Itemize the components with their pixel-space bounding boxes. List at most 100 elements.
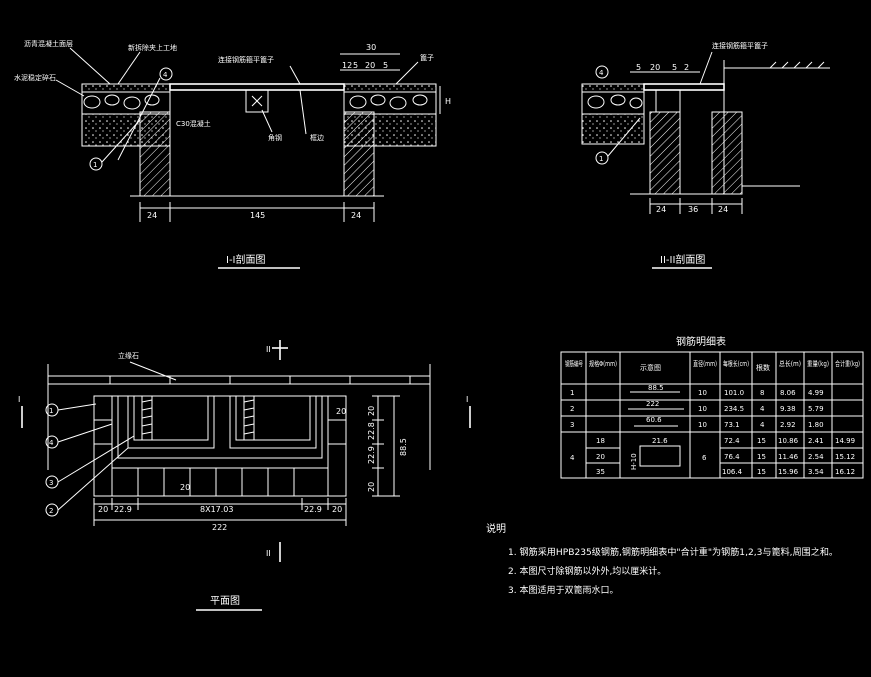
label-grate-bar: 篦子 [420,53,434,62]
th-total: 总长(m) [779,359,801,368]
notes-title: 说明 [486,522,506,535]
label2-grate: 连接钢筋箍平篦子 [712,41,768,50]
grate-plate [169,83,345,91]
label-angle: 角钢 [268,133,282,142]
gravel-stones [83,94,428,110]
dim2-5: 5 [636,63,641,72]
dim-12: 12 [342,61,352,70]
plan-dim-229a: 22.9 [114,505,132,514]
asphalt-layer-2 [581,83,645,93]
grate-plate-2 [643,83,725,91]
frame-inner [111,395,329,469]
dim-mid: 145 [250,211,265,220]
svg-text:4: 4 [760,421,765,429]
th-dia: 直径(mm) [693,359,717,368]
svg-text:15.12: 15.12 [835,453,855,461]
svg-text:2.92: 2.92 [780,421,796,429]
plan-dim-total: 222 [212,523,227,532]
label-curb: 立缘石 [118,351,139,360]
svg-text:60.6: 60.6 [646,416,662,424]
svg-text:11.46: 11.46 [778,453,799,461]
svg-text:6: 6 [702,454,707,462]
section-1-title: I-I剖面图 [226,253,266,266]
svg-text:73.1: 73.1 [724,421,740,429]
plan-view: II II I I 立缘石 1 4 3 2 20 22.9 8X17.03 22… [18,340,471,611]
label-side: 框边 [310,133,324,142]
svg-text:18: 18 [596,437,605,445]
svg-text:4: 4 [760,405,765,413]
curb-stones [109,376,411,384]
dim2-left: 24 [656,205,666,214]
svg-text:10: 10 [698,405,707,413]
marker-1 [89,157,103,171]
plan-dim-mid: 8X17.03 [200,505,233,514]
th-len: 每根长(cm) [723,359,749,368]
marker2-1 [595,151,609,165]
marker2-1-text: 1 [599,155,603,163]
svg-text:H-10: H-10 [630,453,638,470]
note-1: 1. 钢筋采用HPB235级钢筋,钢筋明细表中"合计重"为钢筋1,2,3与篦料,… [508,546,838,558]
plan-title: 平面图 [210,595,240,607]
section-mark-right: I [466,395,468,404]
label-concrete: C30混凝土 [176,119,211,128]
plan-dim-20c: 20 [180,483,190,492]
th-spec: 规格Φ(mm) [589,359,617,368]
svg-text:1.80: 1.80 [808,421,824,429]
section-2-title: II-II剖面图 [660,253,705,266]
marker-4 [159,67,173,81]
svg-text:10.86: 10.86 [778,437,799,445]
table-row: 2 222 10 234.5 4 9.38 5.79 [570,400,824,413]
dim-left: 24 [147,211,157,220]
plan-dim-20v: 20 [367,482,376,492]
plan-dim-20a: 20 [98,505,108,514]
th-wt: 重量(kg) [807,360,829,368]
svg-text:4.99: 4.99 [808,389,824,397]
gravel-layer-left [81,91,171,115]
dim-20: 20 [365,61,375,70]
notes: 说明 1. 钢筋采用HPB235级钢筋,钢筋明细表中"合计重"为钢筋1,2,3与… [486,522,838,596]
label-asphalt: 沥青混凝土面层 [24,39,73,48]
asphalt-layer-right [343,83,437,93]
svg-text:15: 15 [757,453,766,461]
svg-text:10: 10 [698,389,707,397]
svg-text:3: 3 [570,421,574,429]
grate-bar-section [245,89,269,113]
svg-text:35: 35 [596,468,605,476]
th-shape: 示意图 [640,363,661,372]
th-no: 钢筋编号 [565,359,583,368]
svg-text:3.54: 3.54 [808,468,824,476]
frame-outer [93,395,347,497]
plan-marker-3-text: 3 [49,479,53,487]
ground-hatch [769,61,825,69]
rebar-table: 钢筋明细表 钢筋编号 规格Φ(mm) 示意图 直径(mm) 每根长(cm) 根数… [560,335,864,479]
svg-text:16.12: 16.12 [835,468,855,476]
svg-text:8: 8 [760,389,764,397]
svg-text:2.54: 2.54 [808,453,824,461]
section-mark-left: I [18,395,20,404]
dim-top: 30 [366,43,376,52]
wall-2-left [649,111,681,195]
plan-marker-2-text: 2 [49,507,53,515]
svg-text:88.5: 88.5 [648,384,664,392]
svg-text:9.38: 9.38 [780,405,796,413]
base-block-2 [581,113,645,145]
plan-dim-885: 88.5 [399,438,408,456]
note-3: 3. 本图适用于双篦雨水口。 [508,584,618,596]
label-grate-plate: 连接钢筋箍平篦子 [218,55,274,64]
svg-text:14.99: 14.99 [835,437,855,445]
svg-text:234.5: 234.5 [724,405,744,413]
marker-1-text: 1 [93,161,97,169]
svg-text:2: 2 [570,405,574,413]
th-cnt: 根数 [756,363,770,372]
table-frame [560,351,864,479]
svg-text:20: 20 [596,453,605,461]
marker2-4-text: 4 [599,69,604,77]
svg-text:72.4: 72.4 [724,437,740,445]
svg-text:222: 222 [646,400,659,408]
grate-ladder [141,396,255,440]
dim2-mid: 36 [688,205,698,214]
svg-text:101.0: 101.0 [724,389,744,397]
plan-dim-20b: 20 [332,505,342,514]
table-row: 4 18 20 35 21.6 H-10 6 72.4 76.4 106.4 1… [570,437,855,476]
